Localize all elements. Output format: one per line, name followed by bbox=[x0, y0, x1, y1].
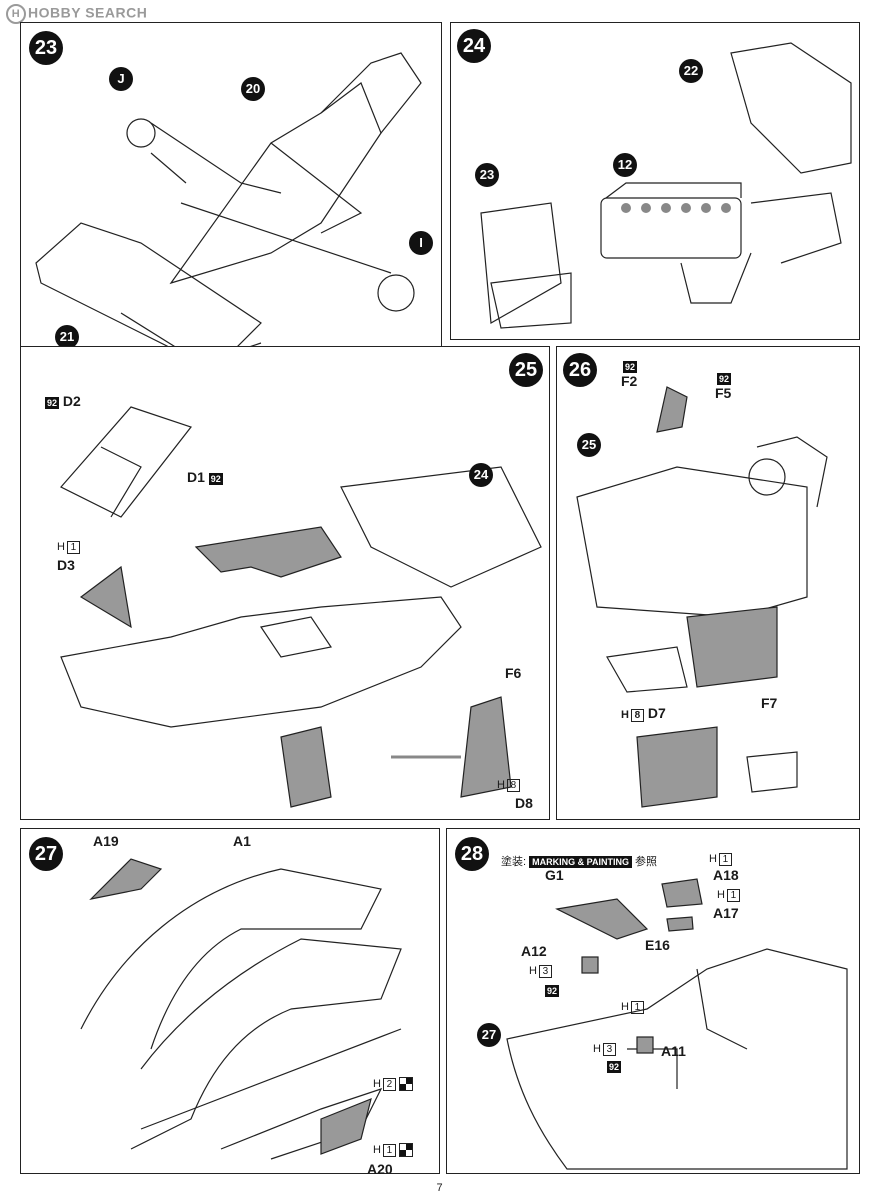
part-label-A18: A18 bbox=[713, 867, 739, 883]
engine-rear-drawing bbox=[480, 42, 852, 329]
tag-92: 92 bbox=[208, 473, 223, 485]
part-label-D8: D8 bbox=[515, 795, 533, 811]
part-label-F2: F2 bbox=[621, 373, 638, 389]
callout-23: 23 bbox=[475, 163, 499, 187]
step-23-panel: 23 J 20 I 21 bbox=[20, 22, 442, 380]
callout-21: 21 bbox=[55, 325, 79, 349]
tag-92-f5: 92 bbox=[717, 373, 732, 385]
body-cowl-drawing bbox=[80, 858, 402, 1160]
chassis-front-wing-drawing bbox=[35, 52, 422, 364]
step-23-badge: 23 bbox=[29, 31, 63, 65]
tag-92-a12: 92 bbox=[545, 985, 560, 997]
part-label-A19: A19 bbox=[93, 833, 119, 849]
part-label-A11: A11 bbox=[661, 1043, 686, 1059]
sidepod-airbox-drawing bbox=[60, 406, 542, 808]
step-28-badge: 28 bbox=[455, 837, 489, 871]
decal-marker-icon bbox=[398, 1143, 413, 1157]
tag-92-a11: 92 bbox=[607, 1061, 622, 1073]
part-label-D3: D3 bbox=[57, 557, 75, 573]
step-25-badge: 25 bbox=[509, 353, 543, 387]
step-27-badge: 27 bbox=[29, 837, 63, 871]
tag-92-f2: 92 bbox=[623, 361, 638, 373]
part-label-F6: F6 bbox=[505, 665, 522, 681]
cockpit-detail-drawing bbox=[506, 878, 848, 1170]
decal-marker-icon bbox=[398, 1077, 413, 1091]
part-label-F7: F7 bbox=[761, 695, 778, 711]
callout-12: 12 bbox=[613, 153, 637, 177]
part-label-A17: A17 bbox=[713, 905, 739, 921]
callout-I: I bbox=[409, 231, 433, 255]
marking-painting-reference: 塗装: MARKING & PAINTING 参照 bbox=[501, 856, 658, 868]
part-label-D2: 92 D2 bbox=[45, 393, 81, 409]
step-24-badge: 24 bbox=[457, 29, 491, 63]
page-number: 7 bbox=[436, 1182, 443, 1194]
tag-92: 92 bbox=[45, 397, 60, 409]
callout-24: 24 bbox=[469, 463, 493, 487]
part-label-E16: E16 bbox=[645, 937, 670, 953]
callout-J: J bbox=[109, 67, 133, 91]
part-label-G1: G1 bbox=[545, 867, 564, 883]
part-label-A1: A1 bbox=[233, 833, 251, 849]
sidepod-cover-drawing bbox=[576, 386, 828, 808]
step-24-panel: 24 22 23 12 bbox=[450, 22, 860, 340]
part-label-F5: F5 bbox=[715, 385, 732, 401]
part-label-D1: D1 92 bbox=[187, 469, 223, 485]
callout-27: 27 bbox=[477, 1023, 501, 1047]
callout-20: 20 bbox=[241, 77, 265, 101]
callout-22: 22 bbox=[679, 59, 703, 83]
callout-25: 25 bbox=[577, 433, 601, 457]
step-26-badge: 26 bbox=[563, 353, 597, 387]
part-label-A12: A12 bbox=[521, 943, 547, 959]
part-label-A20: A20 bbox=[367, 1161, 393, 1177]
